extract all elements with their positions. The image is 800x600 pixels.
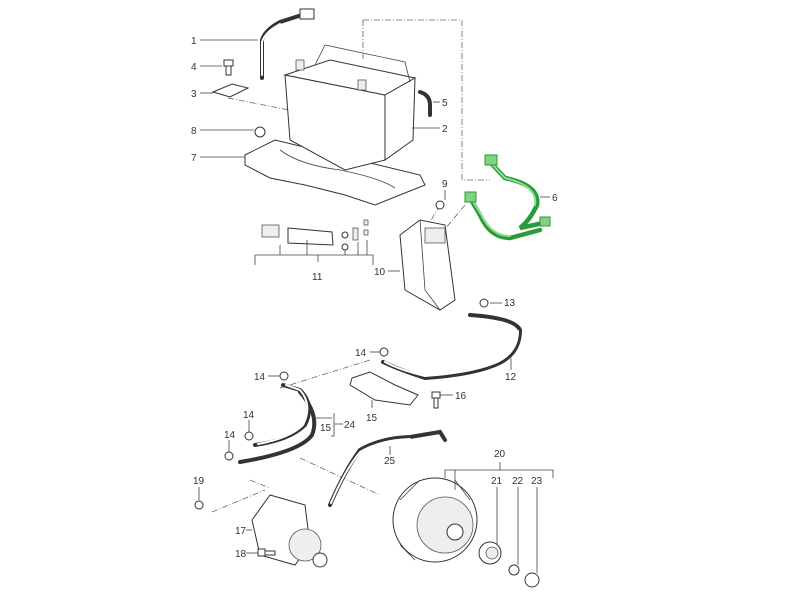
vent-elbow[interactable]	[418, 90, 432, 117]
callout-12[interactable]: 12	[505, 372, 517, 383]
callout-25[interactable]: 25	[384, 456, 396, 467]
callout-14[interactable]: 14	[254, 372, 266, 383]
assembly-lines	[211, 19, 490, 513]
callout-14[interactable]: 14	[355, 348, 367, 359]
nut[interactable]	[479, 298, 489, 308]
washer[interactable]	[508, 564, 520, 576]
nut[interactable]	[244, 431, 254, 441]
nut[interactable]	[279, 371, 289, 381]
callout-24[interactable]: 24	[344, 420, 356, 431]
nut[interactable]	[435, 200, 445, 210]
callout-21[interactable]: 21	[491, 476, 503, 487]
cable-holder[interactable]	[349, 371, 419, 406]
callout-2[interactable]: 2	[442, 124, 448, 135]
callout-14[interactable]: 14	[224, 430, 236, 441]
callout-7[interactable]: 7	[191, 153, 197, 164]
leader-lines	[198, 39, 554, 573]
battery-positive-cable-highlight[interactable]	[464, 154, 551, 241]
fuse-box[interactable]	[399, 219, 456, 311]
cable-set[interactable]	[238, 383, 317, 464]
callout-15[interactable]: 15	[366, 413, 378, 424]
callout-13[interactable]: 13	[504, 298, 516, 309]
battery-ground-cable[interactable]	[260, 8, 315, 80]
callout-14[interactable]: 14	[243, 410, 255, 421]
callout-22[interactable]: 22	[512, 476, 524, 487]
callout-18[interactable]: 18	[235, 549, 247, 560]
callout-17[interactable]: 17	[235, 526, 247, 537]
battery[interactable]	[283, 44, 417, 171]
callout-16[interactable]: 16	[455, 391, 467, 402]
callout-11[interactable]: 11	[312, 272, 323, 283]
nut[interactable]	[379, 347, 389, 357]
callout-3[interactable]: 3	[191, 89, 197, 100]
pulley-inner	[485, 546, 499, 560]
bolt[interactable]	[223, 59, 234, 76]
callout-1[interactable]: 1	[191, 36, 197, 47]
callout-20[interactable]: 20	[494, 449, 506, 460]
callout-5[interactable]: 5	[442, 98, 448, 109]
small-parts-kit[interactable]	[261, 219, 369, 251]
callout-4[interactable]: 4	[191, 62, 197, 73]
callout-15[interactable]: 15	[320, 423, 332, 434]
nut[interactable]	[254, 126, 266, 138]
bolt[interactable]	[257, 548, 276, 557]
starter-cable[interactable]	[381, 313, 523, 381]
callout-6[interactable]: 6	[552, 193, 558, 204]
pulley-nut[interactable]	[524, 572, 540, 588]
ground-strap[interactable]	[328, 429, 447, 507]
callout-labels: 1 2 3 4 5 6 7 8 9 10 11 12 13 14 14 14 1…	[191, 36, 558, 560]
hold-down-bracket[interactable]	[211, 83, 250, 98]
callout-19[interactable]: 19	[193, 476, 205, 487]
nut[interactable]	[194, 500, 204, 510]
starter-motor[interactable]	[251, 494, 328, 568]
callout-9[interactable]: 9	[442, 179, 448, 190]
callout-10[interactable]: 10	[374, 267, 386, 278]
nut[interactable]	[224, 451, 234, 461]
bolt[interactable]	[431, 391, 441, 409]
callout-8[interactable]: 8	[191, 126, 197, 137]
alternator[interactable]	[392, 477, 478, 563]
callout-23[interactable]: 23	[531, 476, 543, 487]
